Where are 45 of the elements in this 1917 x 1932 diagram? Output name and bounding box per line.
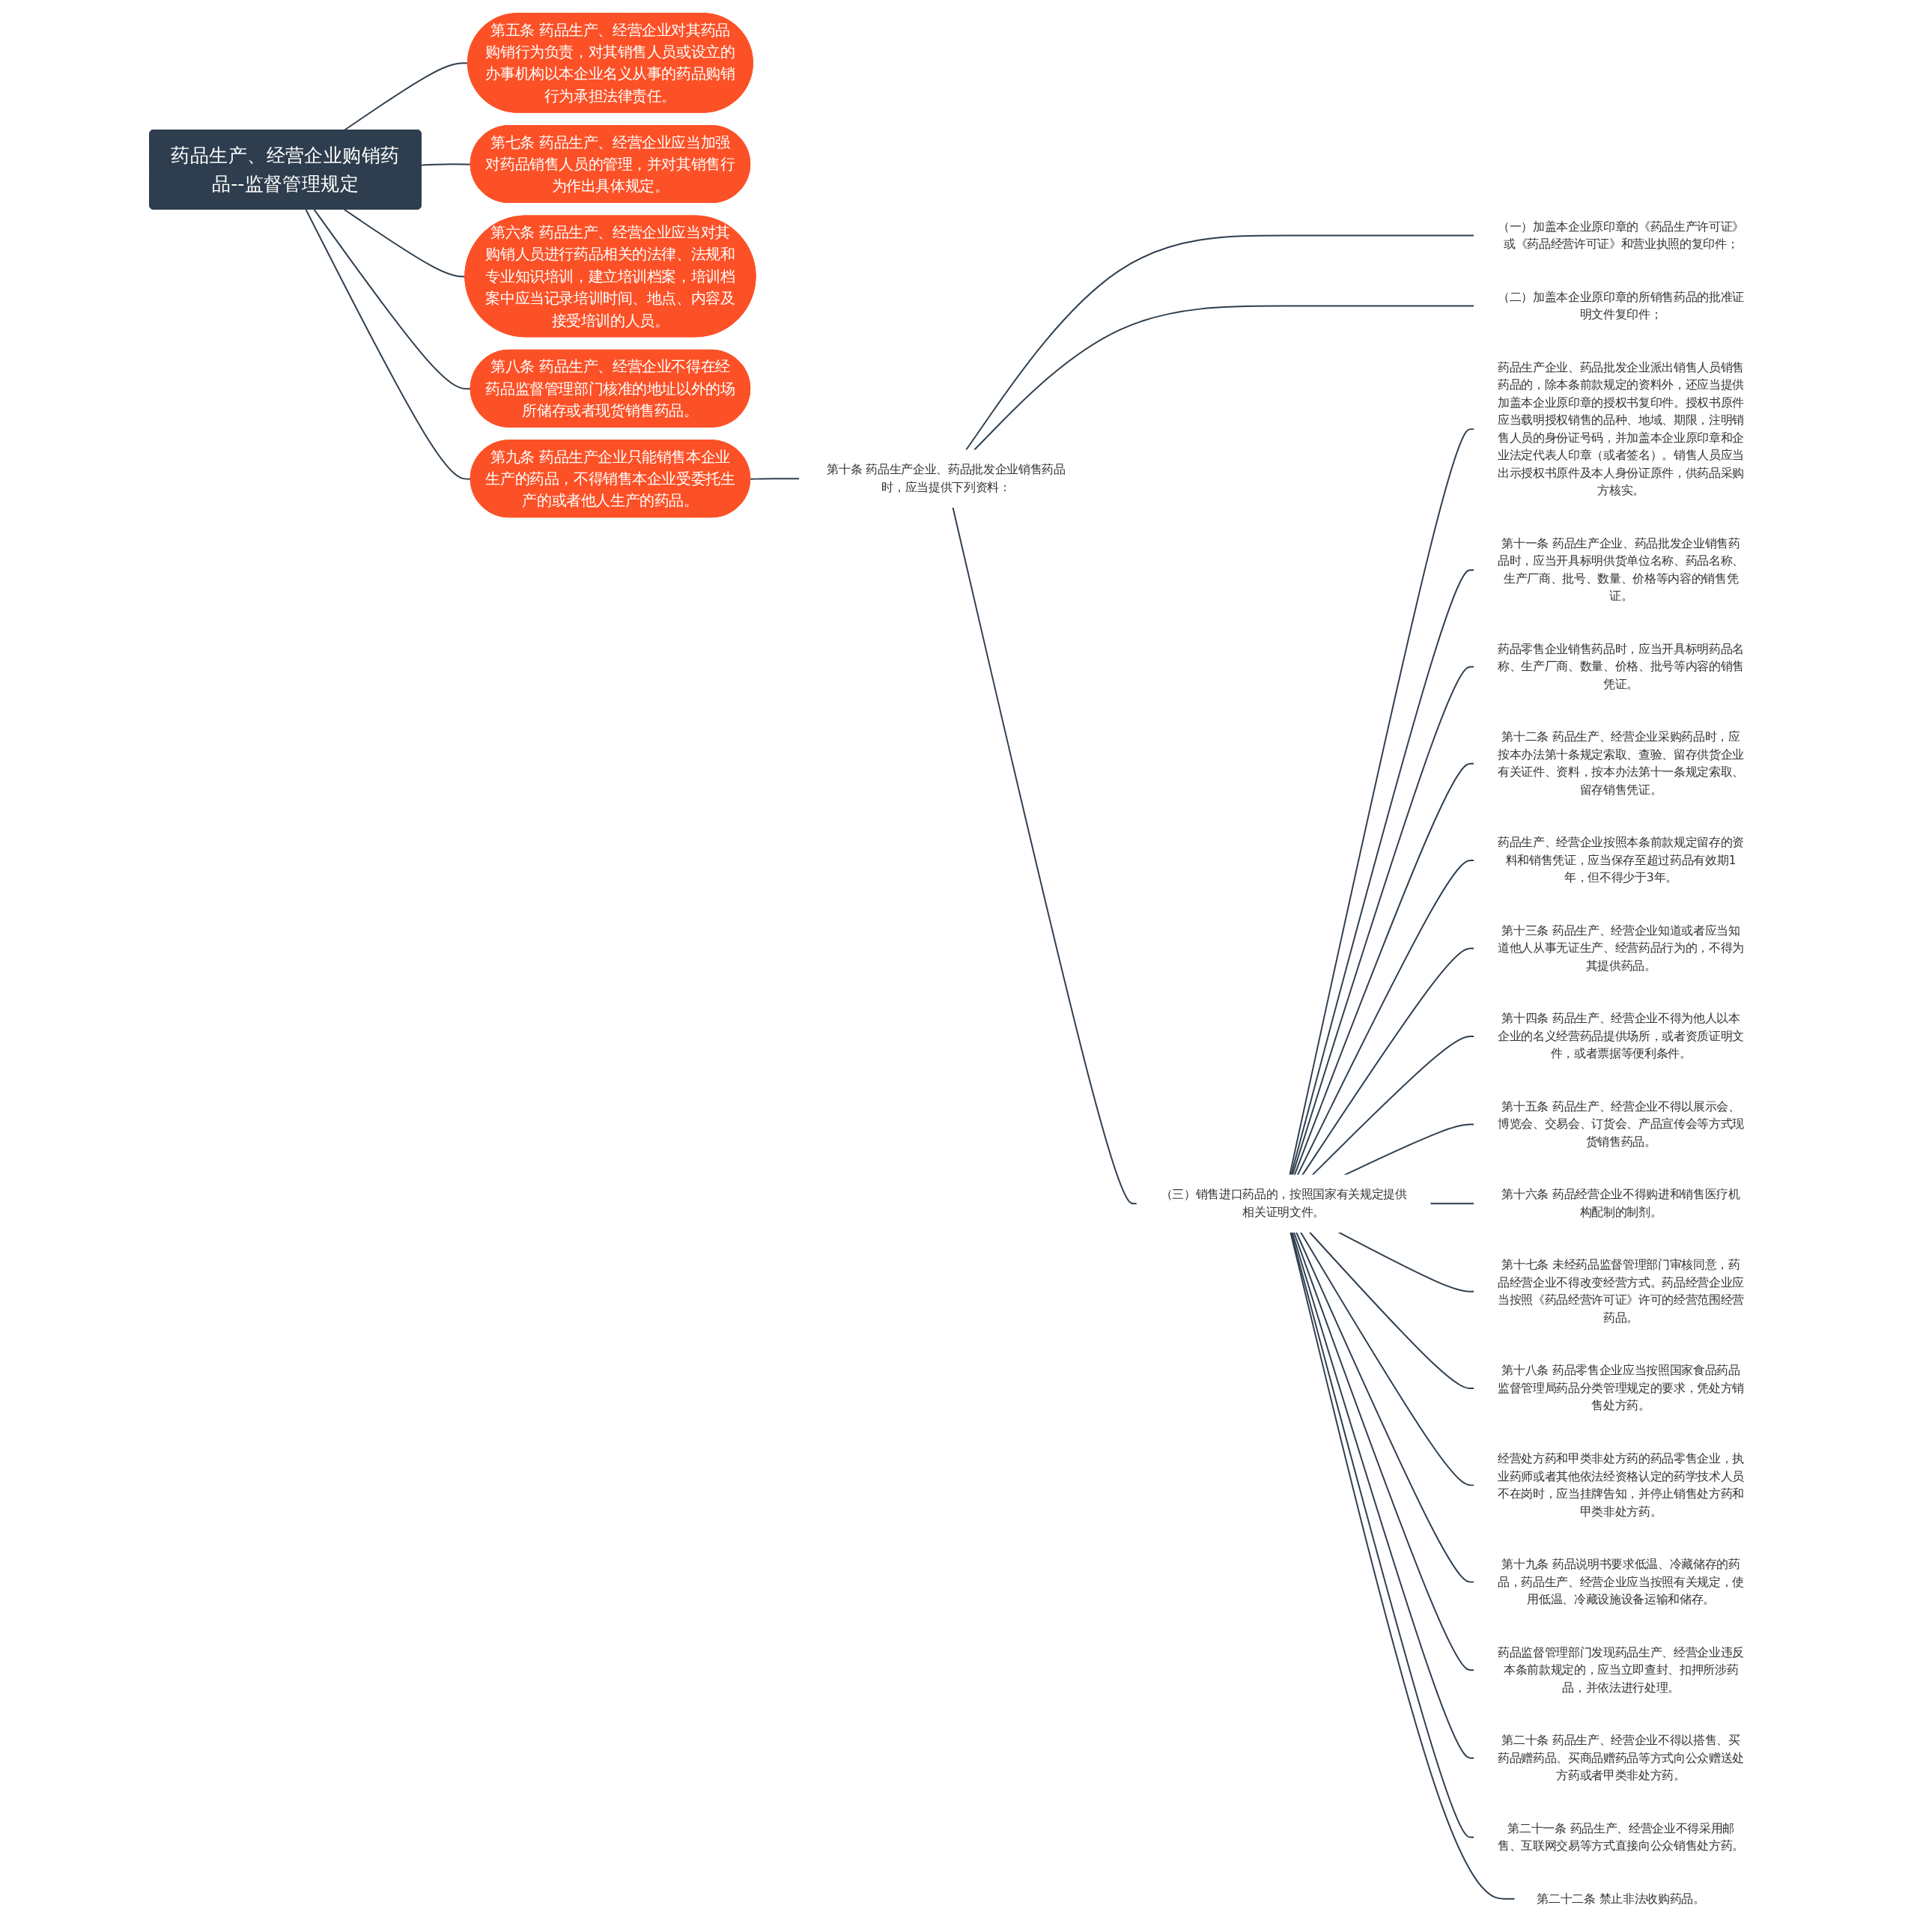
connector [952,506,1138,1205]
connector [343,208,467,278]
node-text: （三）销售进口药品的，按照国家有关规定提供相关证明文件。 [1160,1187,1407,1219]
node-text: 第二十一条 药品生产、经营企业不得采用邮售、互联网交易等方式直接向公众销售处方药。 [1497,1820,1744,1853]
connector [1343,1123,1475,1176]
node-text: 第十九条 药品说明书要求低温、冷藏储存的药品，药品生产、经营企业应当按照有关规定，使用低温、冷藏设施设备运输和储存。 [1497,1557,1744,1606]
connector [1292,1231,1475,1671]
connector [420,163,472,166]
connector [1291,666,1475,1176]
connector [1296,860,1475,1176]
connector [1293,762,1475,1176]
node-text: （一）加盖本企业原印章的《药品生产许可证》或《药品经营许可证》和营业执照的复印件； [1497,219,1744,252]
node-text: 经营处方药和甲类非处方药的药品零售企业，执业药师或者其他依法经资格认定的药学技术人员不在岗时，应当挂牌告知，并停止销售处方药和甲类非处方药。 [1497,1451,1744,1519]
connector [313,208,472,390]
node-text: 第十五条 药品生产、经营企业不得以展示会、博览会、交易会、订货会、产品宣传会等方式现货销售药品。 [1497,1099,1744,1149]
node-text: 药品生产企业、药品批发企业派出销售人员销售药品的，除本条前款规定的资料外，还应当提供加盖本企业原印章的授权书复印件。授权书原件应当载明授权销售的品种、地域、期限，注明销售人员的身份证号码，并加盖本企业原印章和企业法定代表人印章（或者签名）。销售人员应当出示授权书原件及本人身份证原件，供药品采购方核实。 [1497,360,1744,498]
connector [964,234,1475,451]
node-text: 第十四条 药品生产、经营企业不得为他人以本企业的名义经营药品提供场所，或者资质证明文件，或者票据等便利条件。 [1497,1011,1744,1061]
node-text: 药品生产、经营企业按照本条前款规定留存的资料和销售凭证，应当保存至超过药品有效期1年，但不得少于3年。 [1497,835,1744,885]
connector [1308,1231,1475,1390]
connector [343,62,469,131]
node-text: 第十六条 药品经营企业不得购进和销售医疗机构配制的制剂。 [1501,1187,1740,1219]
connector [1301,947,1475,1176]
node-text: 第十一条 药品生产企业、药品批发企业销售药品时，应当开具标明供货单位名称、药品名称、生产厂商、批号、数量、价格等内容的销售凭证。 [1497,536,1744,604]
connector [750,478,800,480]
connector [1429,1203,1475,1205]
connector [1290,569,1475,1176]
connector [1299,1231,1475,1486]
connector [1337,1231,1475,1292]
connector [973,305,1475,451]
node-text: 第二十二条 禁止非法收购药品。 [1537,1891,1705,1906]
node-text: （二）加盖本企业原印章的所销售药品的批准证明文件复印件； [1497,290,1744,322]
node-text: 药品零售企业销售药品时，应当开具标明药品名称、生产厂商、数量、价格、批号等内容的销售凭证。 [1497,642,1744,691]
node-text: 第十三条 药品生产、经营企业知道或者应当知道他人从事无证生产、经营药品行为的，不得为其提供药品。 [1497,923,1744,973]
node-text: 第十条 药品生产企业、药品批发企业销售药品时，应当提供下列资料： [827,462,1066,494]
node-text: 药品监督管理部门发现药品生产、经营企业违反本条前款规定的，应当立即查封、扣押所涉药品，并依法进行处理。 [1497,1644,1744,1695]
node-text: 第十七条 未经药品监督管理部门审核同意，药品经营企业不得改变经营方式。药品经营企业应当按照《药品经营许可证》许可的经营范围经营药品。 [1497,1257,1744,1325]
node-text: 第二十条 药品生产、经营企业不得以搭售、买药品赠药品、买商品赠药品等方式向公众赠送处方药或者甲类非处方药。 [1497,1733,1744,1782]
node-text: 第十二条 药品生产、经营企业采购药品时，应按本办法第十条规定索取、查验、留存供货企业有关证件、资料，按本办法第十一条规定索取、留存销售凭证。 [1497,729,1744,797]
node-text: 第十八条 药品零售企业应当按照国家食品药品监督管理局药品分类管理规定的要求，凭处方销售处方药。 [1497,1363,1744,1413]
connector [1289,1231,1516,1900]
connector [1295,1231,1475,1583]
connector [1289,428,1475,1176]
connector [1311,1036,1475,1176]
connector [305,208,472,480]
